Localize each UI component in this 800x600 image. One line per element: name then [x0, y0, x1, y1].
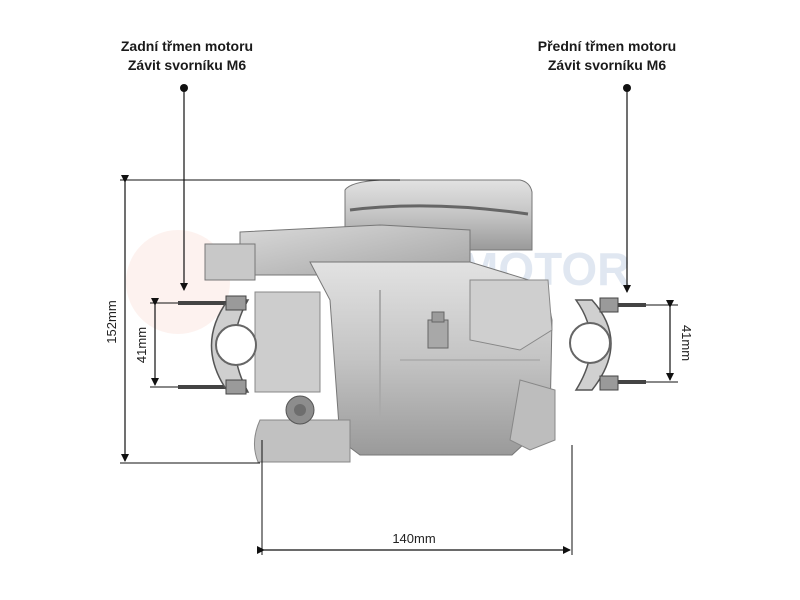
- height-dimension: 152mm: [104, 175, 400, 464]
- rear-spacing-dimension: 41mm: [134, 298, 178, 388]
- rear-callout-leader: [180, 84, 188, 291]
- front-callout-leader: [623, 84, 631, 293]
- front-clamp-callout: Přední třmen motoru Závit svorníku M6: [512, 37, 702, 75]
- height-label: 152mm: [104, 300, 119, 343]
- rear-callout-line1: Zadní třmen motoru: [120, 38, 254, 54]
- front-callout-line1: Přední třmen motoru: [537, 38, 677, 54]
- front-callout-line2: Závit svorníku M6: [547, 57, 667, 73]
- front-spacing-label: 41mm: [679, 325, 694, 361]
- width-dimension: 140mm: [257, 440, 573, 555]
- engine-illustration: [204, 179, 556, 463]
- front-clamp: [569, 297, 646, 391]
- front-spacing-dimension: 41mm: [646, 300, 694, 383]
- rear-clamp: [178, 295, 257, 395]
- rear-spacing-label: 41mm: [134, 327, 149, 363]
- rear-clamp-callout: Zadní třmen motoru Závit svorníku M6: [92, 37, 282, 75]
- rear-callout-line2: Závit svorníku M6: [127, 57, 247, 73]
- width-label: 140mm: [392, 531, 435, 546]
